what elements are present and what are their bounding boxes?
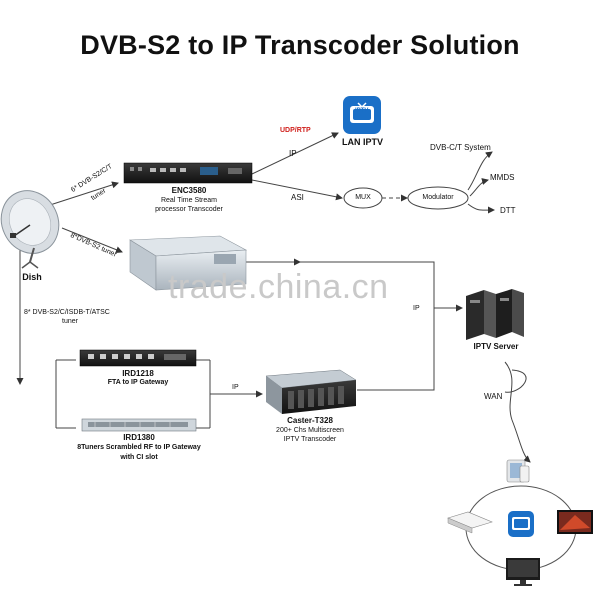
enc-desc1-label: Real Time Stream: [160, 197, 218, 204]
satellite-dish-icon: [0, 190, 60, 269]
udp-rtp-label: UDP/RTP: [280, 127, 311, 134]
modulator-label: Modulator: [422, 194, 454, 201]
mod-to-mmds-line: [469, 178, 489, 197]
dish-to-box-line: [61, 227, 123, 254]
enc3580-device: [123, 162, 253, 184]
caster-t328-device: [265, 369, 357, 414]
tv-icon: [557, 510, 593, 534]
monitor-icon: [506, 558, 540, 586]
ip-label-2: IP: [232, 384, 239, 391]
lan-iptv-app-icon: [343, 96, 381, 134]
bracket-line: [55, 359, 76, 429]
caster-desc2-label: IPTV Transcoder: [283, 436, 337, 443]
mod-to-dtt-line: [467, 203, 495, 214]
ird1380-label: IRD1380: [123, 433, 155, 442]
asi-label: ASI: [291, 193, 304, 202]
mod-to-dvbct-line: [467, 151, 493, 191]
phone-icon: [519, 465, 530, 483]
ird1380-desc2-label: with CI slot: [120, 454, 158, 461]
set-top-box-icon: [447, 511, 493, 534]
bracket-right-line: [196, 359, 211, 429]
ird1218-label: IRD1218: [122, 369, 154, 378]
receiver-box-device: [129, 235, 248, 291]
enc-to-mux-line: [251, 179, 343, 201]
lan-iptv-label: LAN IPTV: [342, 137, 384, 147]
caster-desc1-label: 200+ Chs Multiscreen: [276, 427, 344, 434]
mmds-label: MMDS: [490, 173, 515, 182]
wan-loop-line: [504, 369, 527, 393]
ird1218-device: [79, 349, 197, 367]
caster-label: Caster-T328: [287, 416, 333, 425]
mux-label: MUX: [355, 194, 371, 201]
mux-node: [343, 187, 383, 209]
enc-name-label: ENC3580: [171, 186, 207, 195]
server-to-wan-line: [504, 361, 531, 463]
connection-lines: [16, 132, 531, 463]
ip-label-1: IP: [289, 149, 297, 158]
page-title: DVB-S2 to IP Transcoder Solution: [80, 30, 520, 60]
wan-label: WAN: [484, 392, 503, 401]
iptv-badge-text: IPTV: [355, 108, 369, 114]
enc-to-lan-line: [251, 132, 339, 175]
box-to-server-line: [240, 261, 435, 391]
tuner3-label: 8* DVB-S2/C/ISDB-T/ATSC: [24, 309, 110, 316]
iptv-server-label: IPTV Server: [473, 342, 519, 351]
dvbct-label: DVB-C/T System: [430, 143, 491, 152]
enc-desc2-label: processor Transcoder: [155, 206, 223, 213]
dtt-label: DTT: [500, 206, 516, 215]
modulator-node: [407, 186, 469, 210]
ird1380-device: [81, 418, 197, 432]
ird1218-desc-label: FTA to IP Gateway: [107, 379, 169, 386]
ird1380-desc1-label: 8Tuners Scrambled RF to IP Gateway: [77, 444, 201, 451]
watermark-text: trade.china.cn: [168, 268, 389, 306]
tuner3b-label: tuner: [62, 318, 78, 325]
dish-label: Dish: [22, 272, 42, 282]
dish-to-enc-line: [49, 181, 119, 206]
iptv-hub-icon: [508, 511, 534, 537]
ip-right-label: IP: [413, 305, 420, 312]
server-tower-icon: [466, 289, 524, 340]
